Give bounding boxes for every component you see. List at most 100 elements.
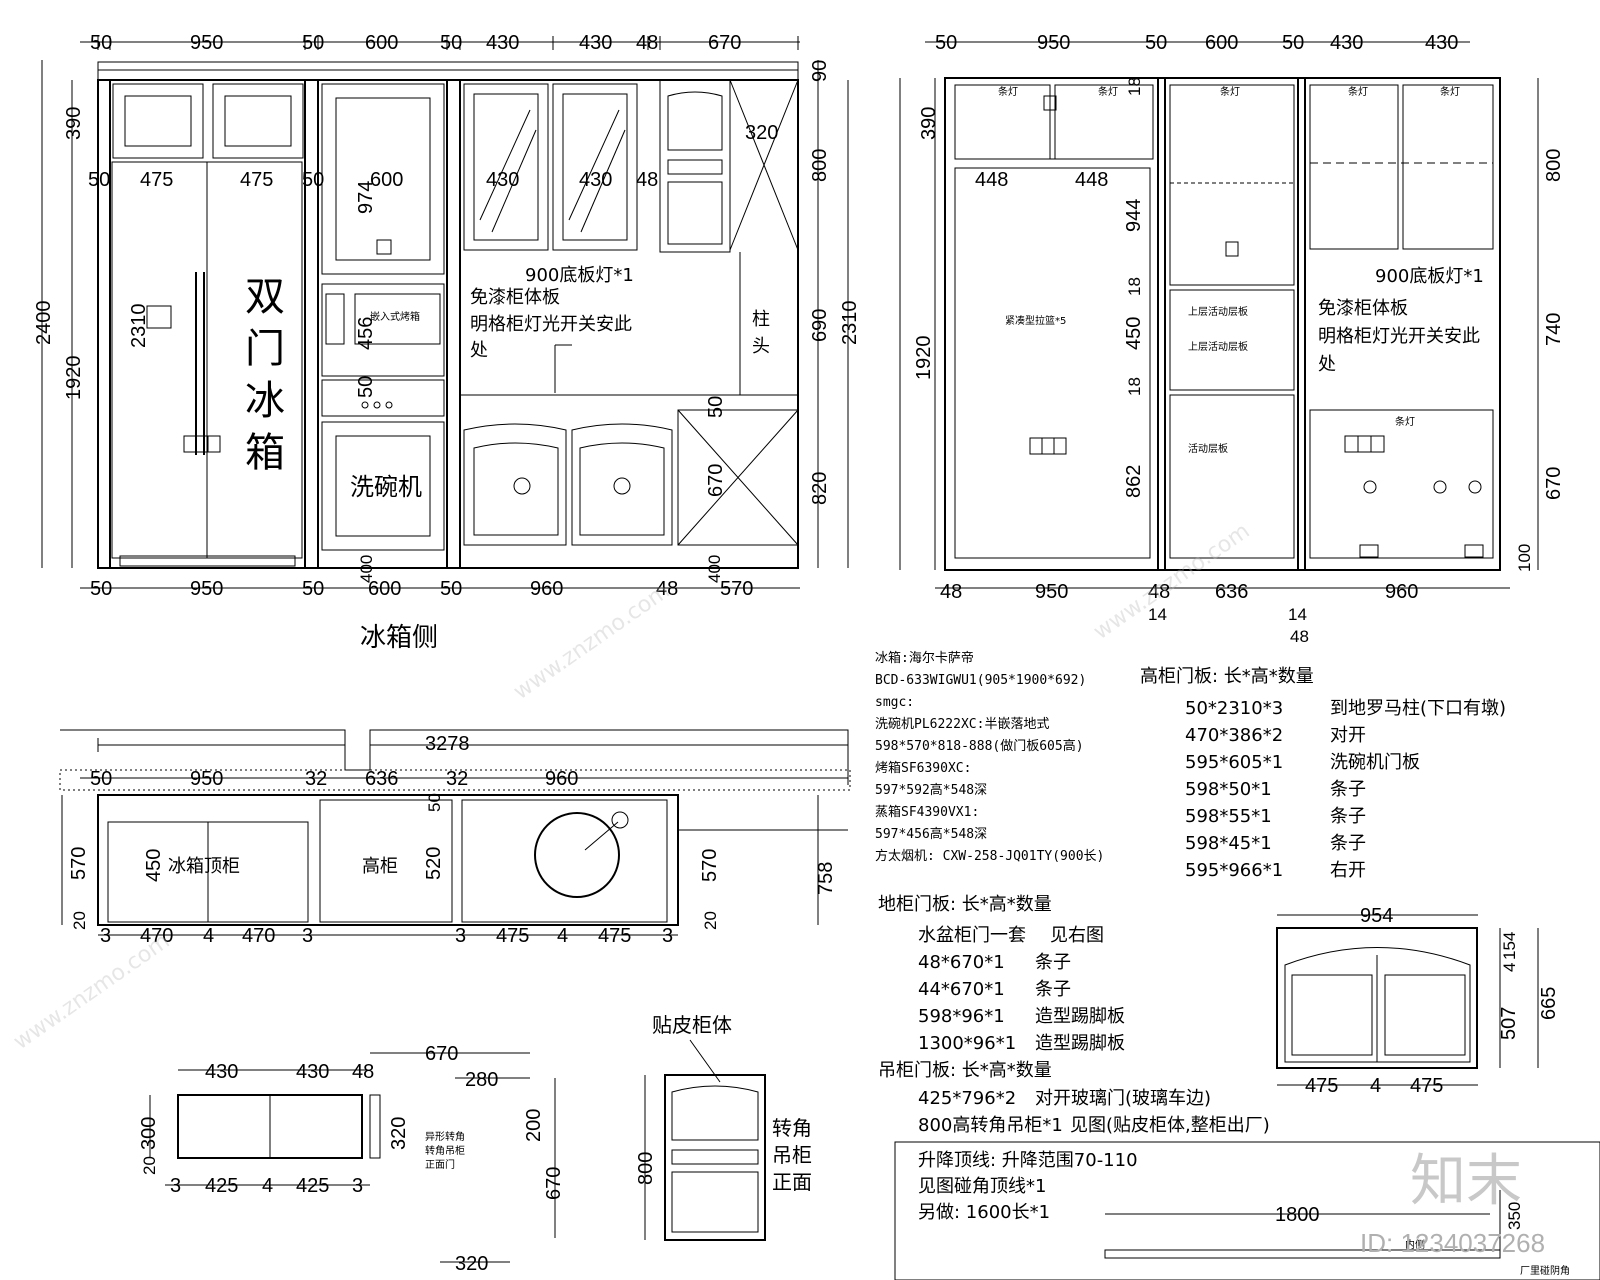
dishwasher-label: 洗碗机 (350, 473, 422, 501)
v1-caption: 冰箱侧 (360, 623, 438, 653)
ceiling-length: 1800 (1275, 1204, 1320, 1226)
plan-bottom-dim: 3 (302, 925, 313, 947)
v1-right-dim: 690 (809, 309, 831, 342)
wall-left-dim: 20 (140, 1156, 159, 1175)
sink-right-dim: 154 (1500, 932, 1519, 960)
shelf-label: 上层活动层板 (1188, 305, 1248, 318)
plan-right-dim: 758 (815, 862, 837, 895)
plan-inner-dim: 450 (143, 849, 165, 882)
sink-width: 954 (1360, 905, 1393, 927)
base-door-size: 水盆柜门一套 (918, 925, 1026, 946)
appliance-notes: 冰箱:海尔卡萨帝 BCD-633WIGWU1(905*1900*692) smg… (875, 650, 1104, 864)
v2-note: 处 (1318, 354, 1336, 375)
v2-right-dim: 800 (1543, 149, 1565, 182)
plan-label: 高柜 (362, 856, 398, 877)
wall-door-desc: 见图(贴皮柜体,整柜出厂) (1070, 1115, 1270, 1136)
ceiling-line: 见图碰角顶线*1 (918, 1176, 1046, 1197)
elevation-fridge-side: 50 950 50 600 50 430 430 48 670 双 门 冰 箱 (33, 32, 861, 653)
plan-right-dim: 20 (701, 911, 720, 930)
v1-left-dim: 390 (63, 107, 85, 140)
v2-top-dim: 950 (1037, 32, 1070, 54)
v2-right-dim: 670 (1543, 467, 1565, 500)
v2-inner-dim: 944 (1123, 199, 1145, 232)
v1-mid-dim: 48 (636, 169, 658, 191)
v1-top-dim: 430 (579, 32, 612, 54)
tall-door-desc: 条子 (1330, 833, 1366, 854)
v1-mid-dim: 600 (370, 169, 403, 191)
v1-bottom-dim: 50 (90, 578, 112, 600)
v1-light-label: 900底板灯*1 (525, 265, 634, 286)
v1-mid-dim: 475 (140, 169, 173, 191)
v2-left-dim: 390 (918, 107, 940, 140)
strip-light-label: 条灯 (1440, 85, 1460, 98)
plan-total: 3278 (425, 733, 470, 755)
appliance-line: 方太烟机: CXW-258-JQ01TY(900长) (875, 848, 1104, 864)
appliance-line: 蒸箱SF4390VX1: (875, 804, 979, 820)
v1-right-dim: 90 (809, 60, 831, 82)
ceiling-trim: 升降顶线: 升降范围70-110 见图碰角顶线*1 另做: 1600长*1 18… (894, 1141, 1600, 1280)
v2-right-dim: 100 (1515, 544, 1534, 572)
tall-door-desc: 条子 (1330, 806, 1366, 827)
v1-bottom-dim: 570 (720, 578, 753, 600)
sink-right-dim: 507 (1498, 1007, 1520, 1040)
v2-light-label: 900底板灯*1 (1375, 266, 1484, 287)
v2-inner-dim: 18 (1125, 277, 1144, 296)
sink-right-dim: 665 (1538, 987, 1560, 1020)
v1-right-dim: 2310 (839, 301, 861, 346)
v1-inner-dim: 670 (705, 464, 727, 497)
rail-label: 紧凑型拉篮*5 (1005, 314, 1066, 327)
tall-door-size: 470*386*2 (1185, 725, 1283, 746)
sink-right-dim: 4 (1500, 963, 1519, 972)
wall-cabinet-detail: 430 430 48 670 280 异形转角 转角吊柜 正面门 3 425 4… (138, 1043, 565, 1275)
base-door-desc: 造型踢脚板 (1035, 1033, 1125, 1054)
appliance-line: 597*592高*548深 (875, 782, 987, 798)
v2-inner-dim: 18 (1125, 77, 1144, 96)
tall-door-desc: 对开 (1330, 725, 1366, 746)
v1-bottom-dim: 960 (530, 578, 563, 600)
pillar-label: 头 (752, 336, 770, 357)
v1-inner-dim: 320 (745, 122, 778, 144)
v1-top-dim: 600 (365, 32, 398, 54)
v1-mid-dim: 50 (302, 169, 324, 191)
tall-door-size: 598*50*1 (1185, 779, 1272, 800)
base-door-desc: 条子 (1035, 979, 1071, 1000)
wall-top-dim: 280 (465, 1069, 498, 1091)
v1-bottom-dim: 48 (656, 578, 678, 600)
v1-note: 处 (470, 340, 488, 361)
fridge-label: 冰 (245, 378, 285, 424)
base-door-size: 1300*96*1 (918, 1033, 1016, 1054)
wall-door-title: 吊柜门板: 长*高*数量 (878, 1060, 1052, 1081)
plan-bottom-dim: 3 (100, 925, 111, 947)
v2-bottom-dim: 960 (1385, 581, 1418, 603)
v2-bottom-dim: 48 (1148, 581, 1170, 603)
v2-mid-dim: 448 (975, 169, 1008, 191)
wall-door-size: 425*796*2 (918, 1088, 1016, 1109)
plan-bottom-dim: 4 (203, 925, 214, 947)
v1-inner-dim: 974 (355, 181, 377, 214)
wall-bottom-dim: 425 (205, 1175, 238, 1197)
watermark-logo: 知末 (1410, 1149, 1522, 1214)
tall-door-desc: 条子 (1330, 779, 1366, 800)
wall-note: 正面门 (425, 1158, 455, 1171)
wall-top-dim: 48 (352, 1061, 374, 1083)
corner-label: 吊柜 (772, 1143, 812, 1167)
plan-bottom-dim: 4 (557, 925, 568, 947)
v1-top-dim: 50 (302, 32, 324, 54)
wall-top-dim: 430 (296, 1061, 329, 1083)
v2-top-dim: 50 (1282, 32, 1304, 54)
v1-inner-dim: 2310 (128, 304, 150, 349)
appliance-line: 洗碗机PL6222XC:半嵌落地式 (875, 716, 1049, 732)
plan-top-dim: 32 (305, 768, 327, 790)
strip-light-label: 条灯 (1395, 415, 1415, 428)
plan-bottom-dim: 3 (662, 925, 673, 947)
v1-inner-dim: 50 (705, 396, 727, 418)
plan-bottom-dim: 470 (242, 925, 275, 947)
wall-top-dim: 430 (205, 1061, 238, 1083)
v1-top-dim: 950 (190, 32, 223, 54)
ceiling-height: 350 (1505, 1202, 1524, 1230)
plan-bottom-dim: 475 (598, 925, 631, 947)
tall-door-size: 595*605*1 (1185, 752, 1283, 773)
wall-inner-dim: 320 (388, 1117, 410, 1150)
tall-door-desc: 到地罗马柱(下口有墩) (1330, 698, 1506, 719)
v2-sub-dim: 14 (1148, 605, 1167, 624)
